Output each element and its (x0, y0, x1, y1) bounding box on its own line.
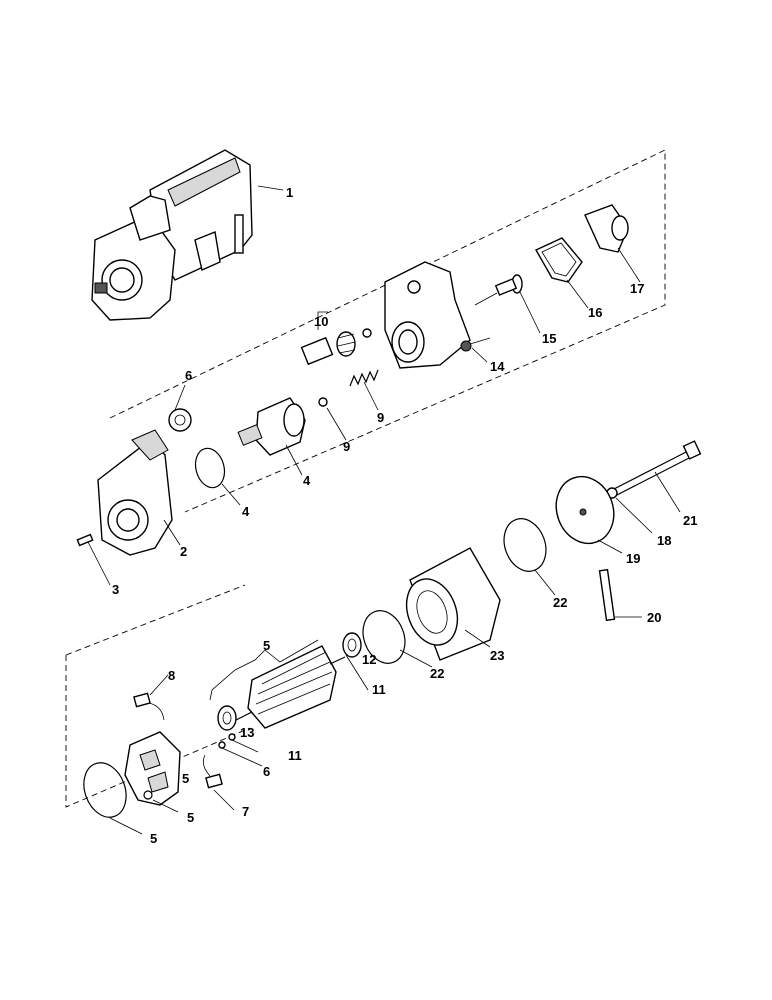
solenoid-cover (584, 204, 629, 253)
callout-18: 18 (657, 533, 671, 548)
callout-8: 8 (168, 668, 175, 683)
callout-13: 13 (240, 725, 254, 740)
callout-11-upper: 11 (372, 682, 386, 697)
solenoid-housing (384, 261, 491, 369)
brush-8 (133, 692, 165, 721)
callout-5-spring: 5 (182, 771, 189, 786)
yoke (405, 547, 501, 661)
o-ring-22-upper (503, 518, 547, 572)
pin (598, 568, 616, 622)
idler-gear (168, 408, 192, 432)
drive-housing (97, 429, 173, 556)
callout-17: 17 (630, 281, 644, 296)
callout-3: 3 (112, 582, 119, 597)
callout-19: 19 (626, 551, 640, 566)
callout-20: 20 (647, 610, 661, 625)
spring (349, 369, 379, 387)
screw (76, 533, 94, 547)
bearing-13 (217, 705, 237, 731)
callout-21: 21 (683, 513, 697, 528)
end-frame (555, 475, 615, 545)
callout-11-lower: 11 (288, 748, 302, 763)
callout-6-screws: 6 (263, 764, 270, 779)
callout-labels: 1 2 3 4 4 5 5 5 5 6 6 7 8 9 9 10 11 11 1… (112, 185, 697, 846)
armature (227, 645, 346, 729)
bearing (342, 632, 362, 658)
brush-7 (202, 754, 223, 789)
o-ring-22-lower (362, 610, 406, 664)
pinion-assembly (300, 328, 372, 366)
callout-14: 14 (490, 359, 505, 374)
callout-5-armature: 5 (263, 638, 270, 653)
through-bolt (599, 440, 702, 502)
callout-2: 2 (180, 544, 187, 559)
lower-group-boundary (65, 584, 251, 808)
starter-assembly (91, 149, 253, 321)
brush-spring (143, 790, 153, 800)
small-screws (218, 733, 236, 749)
callout-9-spring: 9 (377, 410, 384, 425)
callout-15: 15 (542, 331, 556, 346)
callout-7: 7 (242, 804, 249, 819)
callout-16: 16 (588, 305, 602, 320)
leader-lines (87, 185, 681, 835)
overrunning-clutch (237, 397, 306, 456)
o-ring-upper (194, 447, 226, 489)
callout-12: 12 (362, 652, 376, 667)
brush-holder (124, 731, 181, 806)
callout-4-clutch: 4 (303, 473, 311, 488)
callout-22-upper: 22 (553, 595, 567, 610)
callout-5-brush-holder: 5 (187, 810, 194, 825)
callout-9-ball: 9 (343, 439, 350, 454)
upper-group-boundary (109, 149, 666, 513)
callout-1: 1 (286, 185, 293, 200)
callout-4-oring: 4 (242, 504, 250, 519)
callout-6-gear: 6 (185, 368, 192, 383)
ball (318, 397, 328, 407)
callout-23: 23 (490, 648, 504, 663)
callout-5-oring: 5 (150, 831, 157, 846)
callout-10: 10 (314, 314, 328, 329)
plunger (474, 274, 523, 306)
o-ring-5-lower (83, 762, 127, 818)
callout-22-lower: 22 (430, 666, 444, 681)
gasket (535, 237, 583, 283)
